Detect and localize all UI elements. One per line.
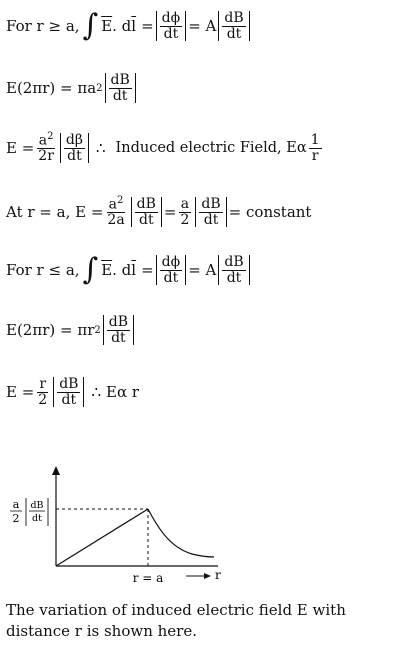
x-mark-label: r = a bbox=[133, 571, 164, 585]
eq1-prefix: For r ≥ a, bbox=[6, 17, 80, 35]
eq4-den: 2a bbox=[107, 212, 125, 229]
decay-field-curve bbox=[147, 508, 215, 558]
caption: The variation of induced electric field … bbox=[6, 601, 346, 640]
eq3-lhs: E = bbox=[6, 139, 35, 157]
eq3-fnum: 1 bbox=[308, 131, 322, 149]
field-vs-distance-graph: a 2 dB dt r = a r bbox=[10, 466, 221, 585]
y-axis-label: a 2 dB dt bbox=[10, 498, 49, 526]
eq7-dt: dt bbox=[61, 391, 77, 408]
eq4-db-2: dB bbox=[199, 195, 223, 213]
eq4-db-1: dB bbox=[134, 195, 158, 213]
eq5-prefix: For r ≤ a, bbox=[6, 261, 80, 279]
x-axis-label: r bbox=[215, 568, 221, 582]
eq6-dt: dt bbox=[111, 329, 126, 346]
eq2-lhs: E(2πr) = πa bbox=[6, 79, 97, 97]
therefore-symbol: ∴ bbox=[95, 139, 106, 157]
y-label-dt: dt bbox=[32, 513, 42, 524]
eq3-dt: dt bbox=[67, 147, 82, 164]
linear-field-line bbox=[55, 508, 149, 567]
eq3-exp: 2 bbox=[47, 130, 54, 142]
y-label-a: a bbox=[13, 498, 20, 511]
eq1-dphi: dϕ bbox=[159, 9, 183, 27]
eq3-num: a bbox=[38, 132, 48, 149]
eq4-prefix: At r = a, E = bbox=[6, 203, 104, 221]
eq3-den: 2r bbox=[38, 148, 54, 165]
eq4-num: a bbox=[108, 196, 118, 213]
integral-symbol-2: ∫ bbox=[82, 252, 99, 287]
eq6-db: dB bbox=[106, 313, 130, 331]
eq5-db: dB bbox=[222, 253, 246, 271]
eq4-frac: a2 2a bbox=[105, 194, 126, 229]
eq1-dt-2: dt bbox=[226, 25, 242, 42]
x-arrow-head bbox=[204, 573, 211, 579]
eq1-equals: = bbox=[141, 17, 154, 35]
eq5-equals-a: = A bbox=[188, 261, 217, 279]
eq1-vector-e: E bbox=[101, 17, 113, 35]
eq6-exp: 2 bbox=[94, 324, 101, 336]
eq4-constant: = constant bbox=[228, 203, 312, 221]
eq1-dt-1: dt bbox=[163, 25, 179, 42]
eq3-frac: a2 2r bbox=[36, 130, 56, 165]
eq2-dt: dt bbox=[112, 87, 128, 104]
eq1-db: dB bbox=[222, 9, 246, 27]
eq7-num: r bbox=[37, 375, 49, 393]
eq5-equals: = bbox=[141, 261, 154, 279]
eq7-db: dB bbox=[57, 375, 81, 393]
eq4-dt-2: dt bbox=[203, 211, 219, 228]
eq1-equals-a: = A bbox=[188, 17, 217, 35]
eq2-db: dB bbox=[108, 71, 132, 89]
y-label-2: 2 bbox=[13, 512, 20, 525]
eq5-dt-2: dt bbox=[226, 269, 242, 286]
eq1-dot-d: . d bbox=[112, 17, 132, 35]
therefore-symbol-2: ∴ bbox=[91, 383, 102, 401]
eq5-dt-1: dt bbox=[163, 269, 179, 286]
integral-symbol: ∫ bbox=[82, 8, 99, 43]
eq5-dphi: dϕ bbox=[159, 253, 183, 271]
y-axis-arrow bbox=[52, 466, 60, 475]
eq3-text: Induced electric Field, Eα bbox=[115, 140, 307, 156]
eq7-den: 2 bbox=[38, 391, 48, 408]
y-label-db: dB bbox=[30, 500, 43, 511]
eq4-exp: 2 bbox=[117, 194, 124, 206]
eq4-equals: = bbox=[163, 203, 177, 221]
eq4-n2: a bbox=[178, 195, 192, 213]
eq5-vector-e: E bbox=[101, 261, 113, 279]
eq3-dbeta: dβ bbox=[63, 131, 85, 149]
eq4-d2: 2 bbox=[180, 211, 190, 228]
eq6-lhs: E(2πr) = πr bbox=[6, 321, 95, 339]
eq4-dt-1: dt bbox=[139, 211, 154, 228]
eq7-lhs: E = bbox=[6, 383, 35, 401]
eq7-text: Eα r bbox=[106, 383, 140, 401]
eq5-dot-d: . d bbox=[112, 261, 132, 279]
eq3-fden: r bbox=[311, 147, 319, 164]
eq1-vector-l: l bbox=[131, 17, 137, 35]
eq5-vector-l: l bbox=[131, 261, 137, 279]
eq2-exp: 2 bbox=[96, 82, 103, 94]
